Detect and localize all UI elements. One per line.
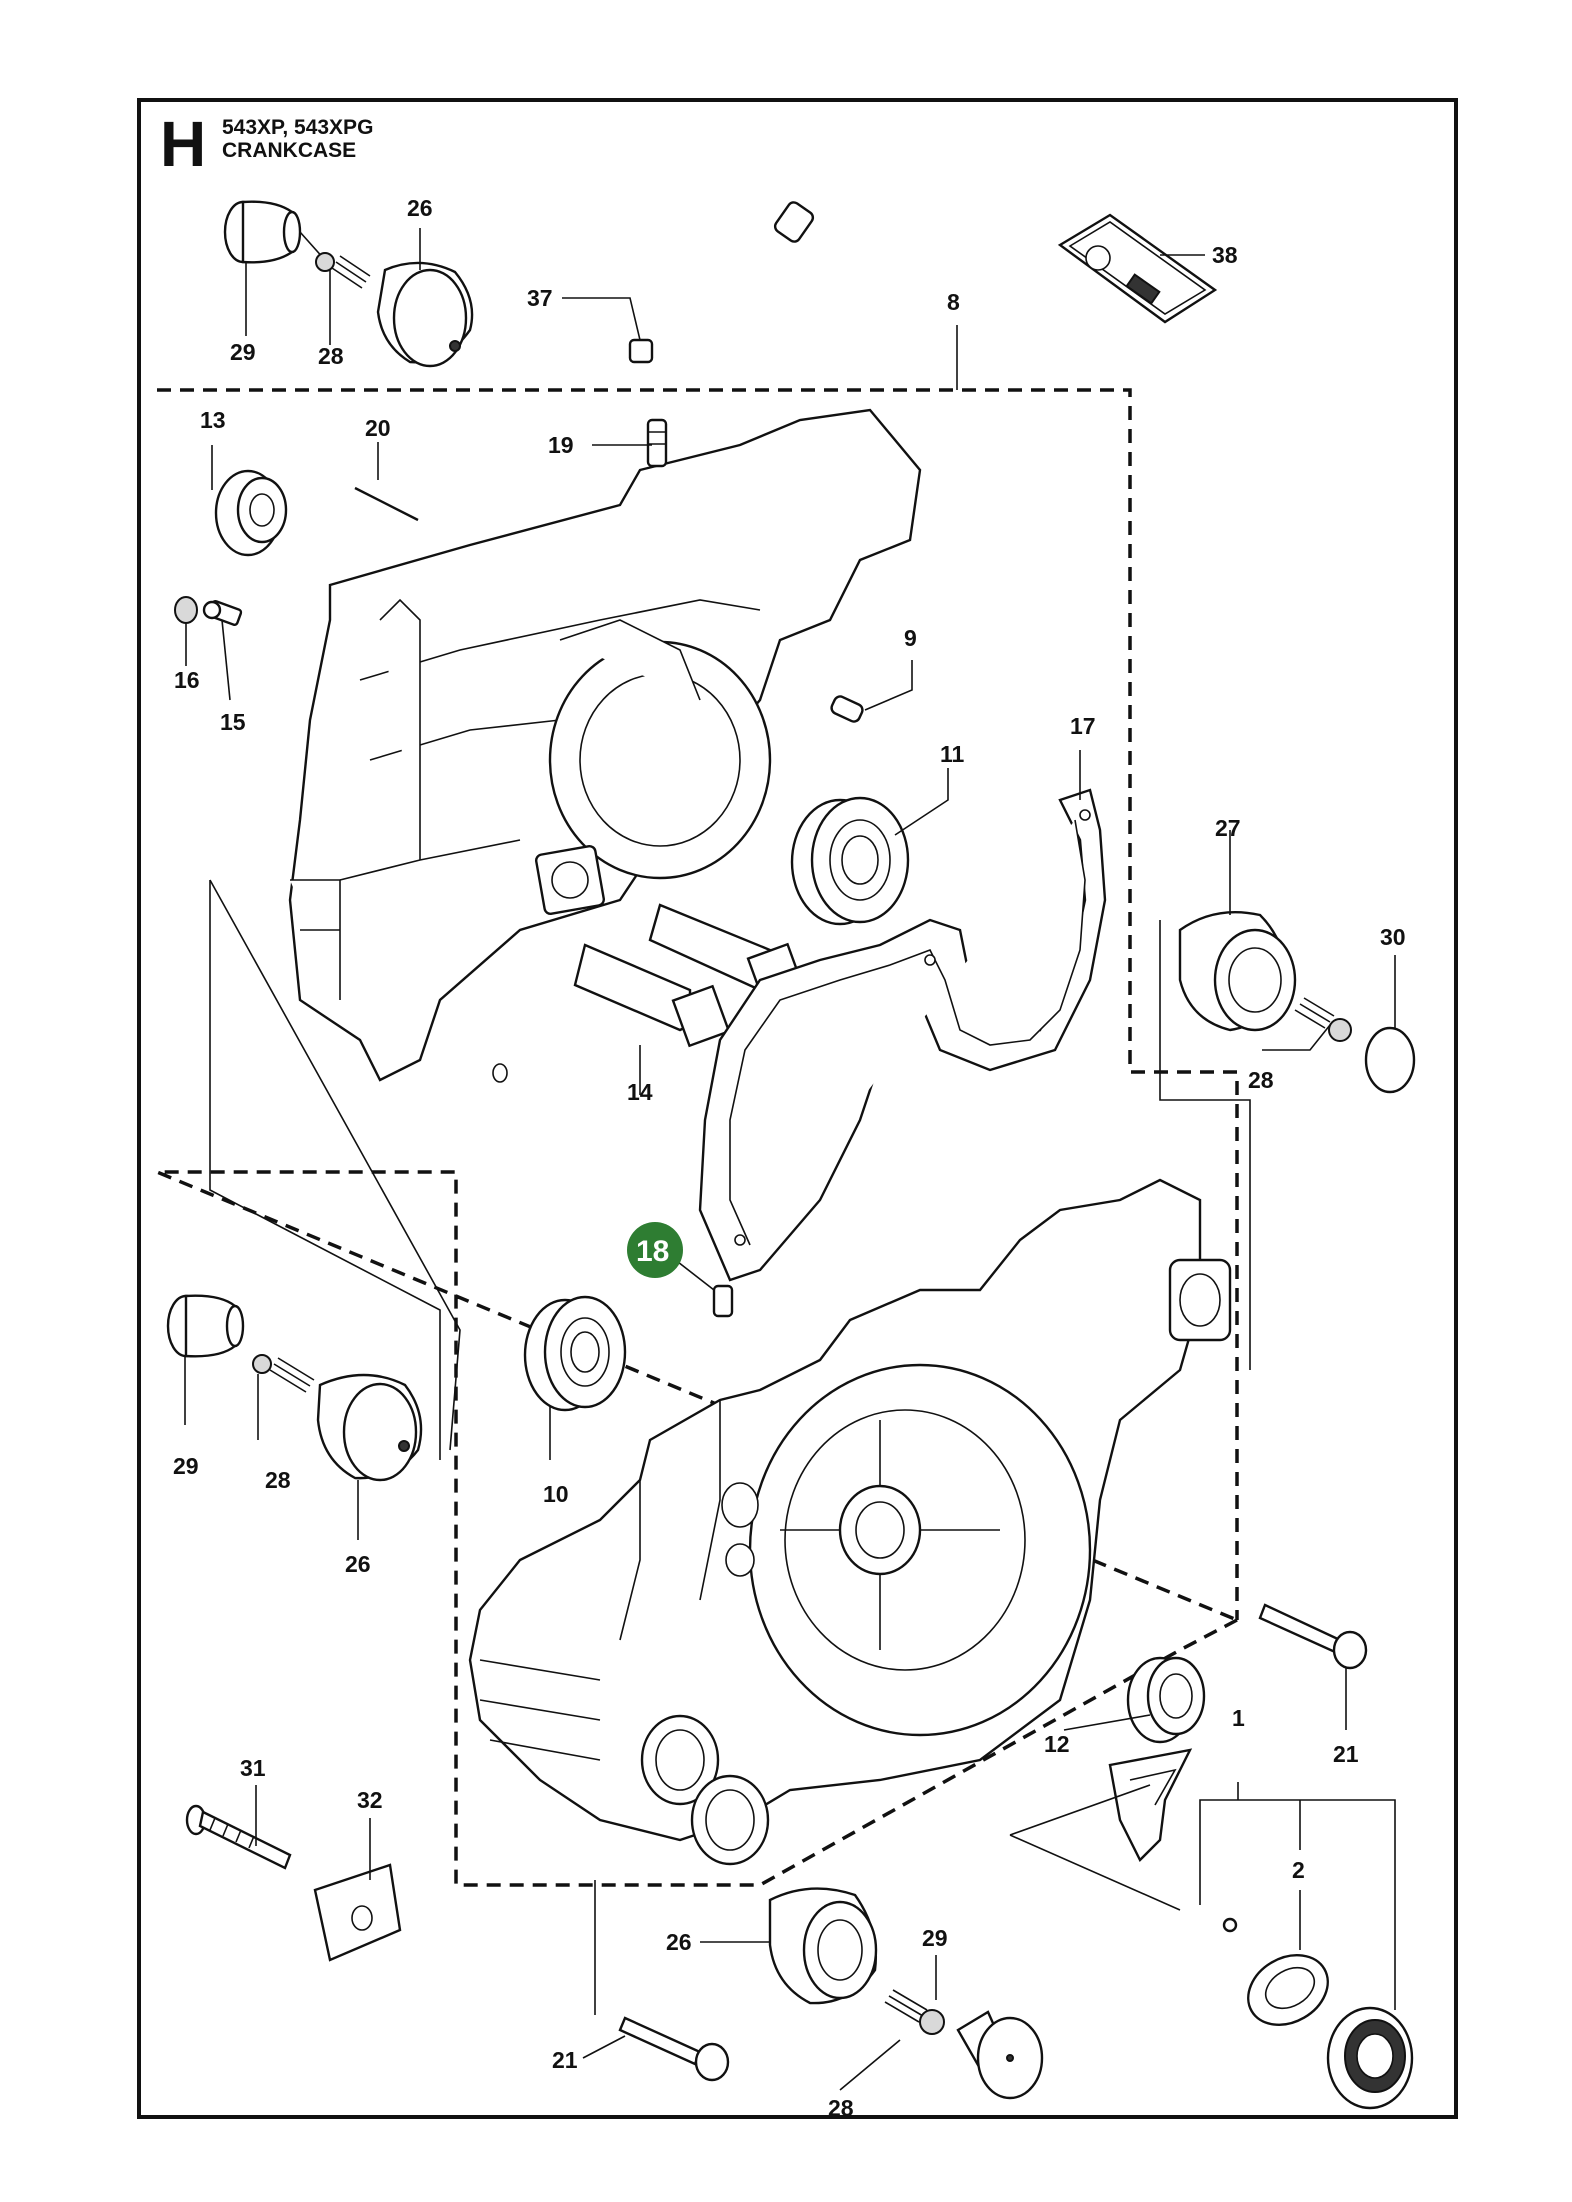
crankcase-half-lower [468, 1178, 1232, 1866]
callout-21-right: 21 [1333, 1741, 1359, 1767]
cap-16 [174, 596, 198, 624]
callout-19: 19 [548, 432, 574, 458]
callout-29-top: 29 [230, 339, 256, 365]
callout-10: 10 [543, 1481, 569, 1507]
bearing-10 [523, 1295, 627, 1412]
callout-9: 9 [904, 625, 917, 651]
screw-21-right [1258, 1603, 1368, 1670]
callout-28-left: 28 [265, 1467, 291, 1493]
callout-2: 2 [1292, 1857, 1305, 1883]
callout-12: 12 [1044, 1731, 1070, 1757]
callout-21-bottom: 21 [552, 2047, 578, 2073]
bearing-11 [790, 796, 910, 926]
screw-31 [185, 1804, 292, 1870]
section-letter: H [160, 108, 207, 180]
callout-29-left: 29 [173, 1453, 199, 1479]
callout-26-bottom: 26 [666, 1929, 692, 1955]
callout-32: 32 [357, 1787, 383, 1813]
pin-20 [354, 486, 419, 522]
callout-20: 20 [365, 415, 391, 441]
callout-28-right: 28 [1248, 1067, 1274, 1093]
callout-26-top: 26 [407, 195, 433, 221]
callout-38: 38 [1212, 242, 1238, 268]
callout-31: 31 [240, 1755, 266, 1781]
damper-assembly-left [166, 1294, 423, 1482]
callout-28-top: 28 [318, 343, 344, 369]
callout-11: 11 [940, 741, 965, 767]
crankcase-half-upper [288, 408, 922, 1082]
model-names: 543XP, 543XPG [222, 116, 374, 139]
sleeve-19 [646, 418, 668, 468]
seal-12 [1126, 1656, 1206, 1744]
callout-13: 13 [200, 407, 226, 433]
group-outline-upper [156, 388, 1242, 1887]
screw-28-bottom [884, 1989, 945, 2035]
callout-30: 30 [1380, 924, 1406, 950]
callout-labels: 26 29 28 37 38 8 13 20 19 16 15 9 11 17 … [173, 195, 1406, 2121]
pin-18 [712, 1284, 734, 1318]
pin-9 [830, 695, 864, 723]
callout-17: 17 [1070, 713, 1096, 739]
seal-13 [214, 469, 288, 557]
assembly-name: CRANKCASE [222, 139, 357, 162]
highlight-badge [627, 1222, 683, 1278]
decal-plate [1057, 213, 1218, 324]
gasket-17 [698, 788, 1107, 1282]
callout-29-bottom: 29 [922, 1925, 948, 1951]
cap-29-bottom [956, 2010, 1044, 2100]
fuel-hose [628, 201, 815, 364]
callout-15: 15 [220, 709, 246, 735]
woodruff-key [1108, 1748, 1238, 1933]
damper-assembly-right [1178, 910, 1416, 1094]
callout-18: 18 [636, 1235, 669, 1268]
callout-14: 14 [627, 1079, 653, 1105]
diagram-frame [137, 98, 1458, 2119]
callout-27: 27 [1215, 815, 1241, 841]
callout-16: 16 [174, 667, 200, 693]
callout-26-left: 26 [345, 1551, 371, 1577]
bracket-32 [313, 1863, 402, 1962]
diagram-header: 543XP, 543XPG CRANKCASE [222, 116, 373, 162]
callout-37: 37 [527, 285, 553, 311]
washer-2 [1247, 1954, 1329, 2026]
callout-28-bottom: 28 [828, 2095, 854, 2121]
damper-assembly-top [223, 200, 474, 368]
callout-1: 1 [1232, 1705, 1245, 1731]
leader-lines [184, 228, 1396, 2091]
screw-21-bottom [618, 2016, 730, 2082]
damper-26-bottom [768, 1887, 878, 2005]
callout-8: 8 [947, 289, 960, 315]
nut-assembly [1326, 2006, 1414, 2110]
